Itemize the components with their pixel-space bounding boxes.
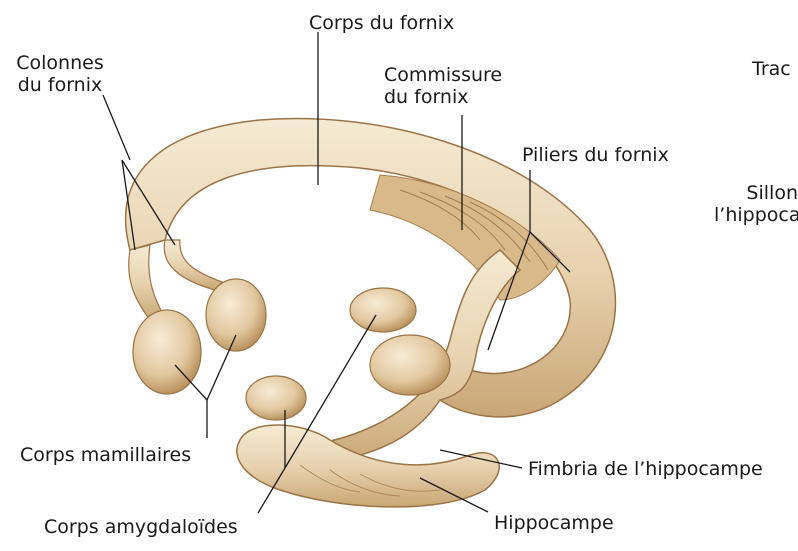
mammillary-body-right [206,279,266,351]
label-piliers-du-fornix: Piliers du fornix [522,144,669,166]
label-colonnes-du-fornix: Colonnes du fornix [10,52,110,96]
label-commissure-line1: Commissure [384,64,502,86]
label-fimbria-hippocampe: Fimbria de l’hippocampe [528,458,763,480]
fornix-column-left [129,245,165,320]
amygdaloid-body-lower [246,376,306,420]
label-sillon-line1: Sillon [714,182,798,204]
label-commissure-du-fornix: Commissure du fornix [384,64,502,108]
fornix-column-right [164,240,222,290]
leader-colonnes-a [103,95,130,160]
label-tract-partial: Trac [752,58,791,80]
label-corps-du-fornix: Corps du fornix [309,12,454,34]
label-sillon-line2: l’hippoca [714,204,798,226]
amygdaloid-body-middle [370,335,450,395]
label-corps-amygdaloides: Corps amygdaloïdes [44,516,238,538]
label-colonnes-line1: Colonnes [10,52,110,74]
label-corps-mamillaires: Corps mamillaires [20,444,191,466]
amygdaloid-body-upper [350,288,416,332]
label-commissure-line2: du fornix [384,86,502,108]
label-sillon-partial: Sillon l’hippoca [714,182,798,226]
label-hippocampe: Hippocampe [494,512,614,534]
label-colonnes-line2: du fornix [10,74,110,96]
